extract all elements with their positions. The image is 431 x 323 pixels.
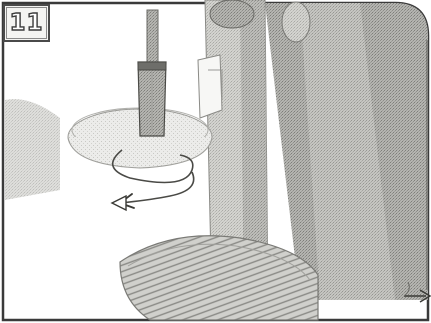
steam-wand (147, 10, 158, 68)
knob-top (210, 0, 254, 28)
step-number: 11 (6, 7, 47, 39)
step-number-badge: 11 (3, 4, 50, 42)
left-shadow (5, 99, 60, 200)
bracket (198, 55, 222, 118)
